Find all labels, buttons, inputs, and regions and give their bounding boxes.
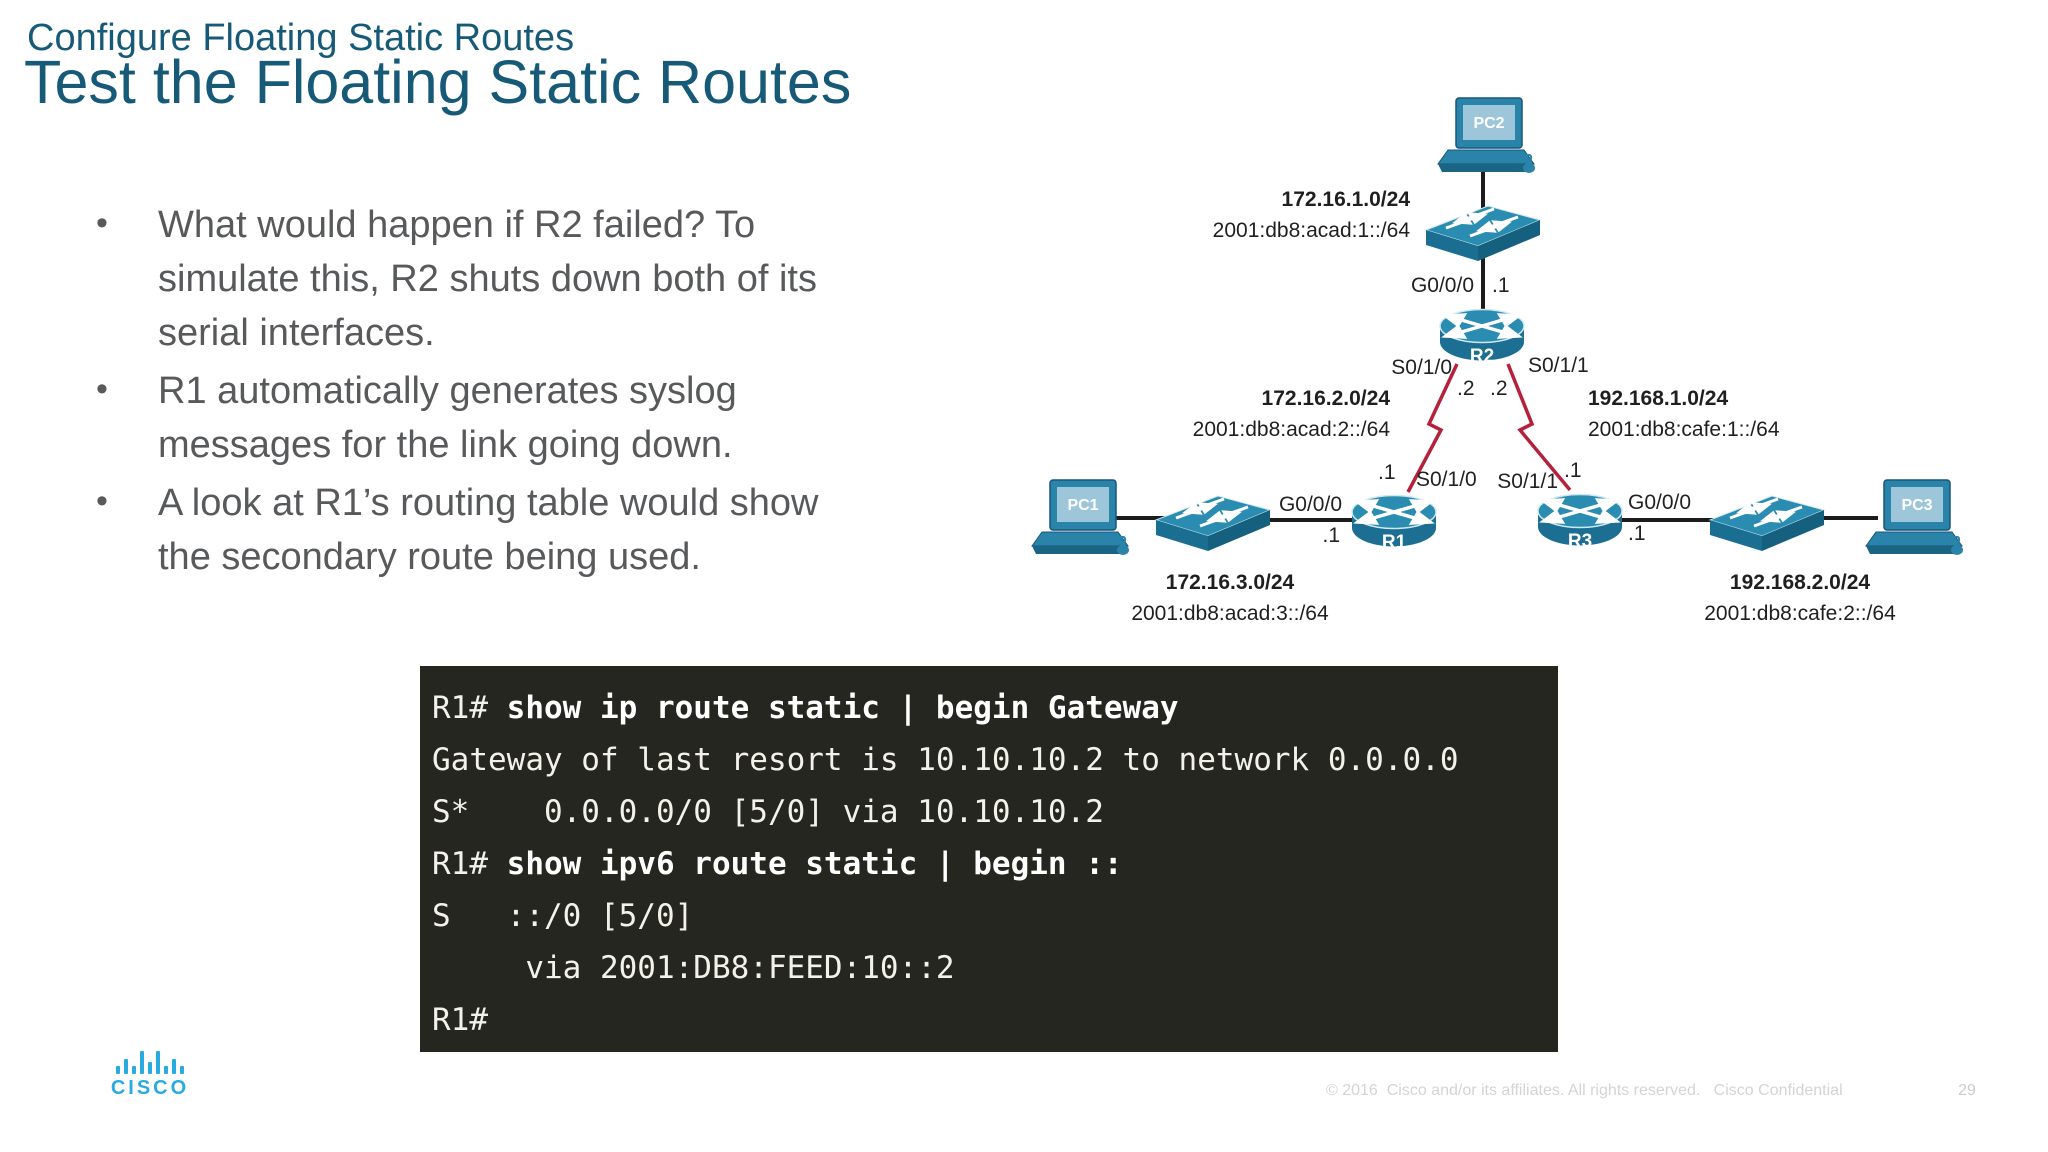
cli-terminal: R1# show ip route static | begin Gateway… [420,666,1558,1052]
laptop-icon: PC1 [1031,479,1129,555]
bullet-text: R1 automatically generates syslog messag… [158,370,737,466]
r2-node: R2 [1434,302,1530,368]
bullet-text: What would happen if R2 failed? To simul… [158,204,817,354]
pc1-node: PC1 [1030,478,1130,562]
switch-icon [1154,495,1272,551]
bullet-item: R1 automatically generates syslog messag… [92,362,1052,472]
cisco-logo-text: CISCO [110,1077,190,1099]
router-icon: R2 [1439,308,1525,367]
cli-line: R1# [432,994,1548,1046]
iface-r2-s010-ip: .2 [1457,377,1475,400]
ipv6-network: 2001:db8:cafe:1::/64 [1588,418,1780,441]
laptop-icon: PC3 [1865,479,1963,555]
bullet-item: A look at R1’s routing table would show … [92,474,1052,584]
cli-output: S ::/0 [5/0] [432,898,694,934]
cli-output: via 2001:DB8:FEED:10::2 [432,950,955,986]
r1-node: R1 [1346,488,1442,554]
ipv4-network: 172.16.3.0/24 [1165,571,1295,594]
iface-r3-s011: S0/1/1 [1497,470,1558,493]
pc2-node: PC2 [1436,96,1536,180]
cli-prompt: R1# [432,846,507,882]
bullet-item: What would happen if R2 failed? To simul… [92,196,1052,360]
iface-r1-g000: G0/0/0 [1278,493,1342,516]
switch-icon [1708,495,1826,551]
cli-line: R1# show ipv6 route static | begin :: [432,838,1548,890]
laptop-icon: PC2 [1437,97,1535,173]
r3-label: R3 [1568,531,1592,552]
r2-label: R2 [1470,346,1494,367]
iface-r2-s011-ip: .2 [1490,377,1508,400]
ipv4-network: 192.168.1.0/24 [1588,387,1729,410]
cli-line: via 2001:DB8:FEED:10::2 [432,942,1548,994]
iface-r1-s010-ip: .1 [1378,461,1396,484]
router-icon: R1 [1351,494,1437,553]
cli-line: S ::/0 [5/0] [432,890,1548,942]
ipv6-network: 2001:db8:cafe:2::/64 [1704,602,1896,625]
ipv6-network: 2001:db8:acad:3::/64 [1131,602,1329,625]
r3-node: R3 [1532,487,1628,553]
iface-r2-g000-ip: .1 [1492,274,1510,297]
network-label-serial-r2-r3: 192.168.1.0/24 2001:db8:cafe:1::/64 [1588,383,1888,445]
cli-output: Gateway of last resort is 10.10.10.2 to … [432,742,1459,778]
cli-line: R1# show ip route static | begin Gateway [432,682,1548,734]
router-icon: R3 [1537,493,1623,552]
r1-label: R1 [1382,532,1407,553]
iface-r1-s010: S0/1/0 [1416,468,1477,491]
iface-r3-g000-ip: .1 [1628,522,1646,545]
network-label-serial-r1-r2: 172.16.2.0/24 2001:db8:acad:2::/64 [1130,383,1390,445]
slide-pretitle: Configure Floating Static Routes [27,17,575,59]
iface-r2-g000: G0/0/0 [1410,274,1474,297]
iface-r2-s011: S0/1/1 [1528,354,1589,377]
network-label-lan-pc1: 172.16.3.0/24 2001:db8:acad:3::/64 [1080,567,1380,629]
network-label-lan-pc2: 172.16.1.0/24 2001:db8:acad:1::/64 [1150,184,1410,246]
switch-icon [1424,205,1542,261]
cli-prompt: R1# [432,690,507,726]
pc3-node: PC3 [1864,478,1964,562]
ipv6-network: 2001:db8:acad:2::/64 [1192,418,1390,441]
cli-command: show ip route static | begin Gateway [506,690,1179,726]
ipv6-network: 2001:db8:acad:1::/64 [1212,219,1410,242]
network-label-lan-pc3: 192.168.2.0/24 2001:db8:cafe:2::/64 [1650,567,1950,629]
slide-number: 29 [1958,1082,1976,1099]
cisco-logo-bars-icon [110,1050,190,1074]
switch2-node [1424,200,1542,262]
ipv4-network: 172.16.1.0/24 [1281,188,1410,211]
copyright-text: © 2016 Cisco and/or its affiliates. All … [1326,1082,1843,1099]
cli-line: S* 0.0.0.0/0 [5/0] via 10.10.10.2 [432,786,1548,838]
iface-r3-s011-ip: .1 [1564,459,1582,482]
pc2-label: PC2 [1473,115,1504,132]
ipv4-network: 192.168.2.0/24 [1729,571,1871,594]
iface-r3-g000: G0/0/0 [1628,491,1692,514]
cli-output: S* 0.0.0.0/0 [5/0] via 10.10.10.2 [432,794,1104,830]
switch1-node [1154,490,1272,552]
cli-command: show ipv6 route static | begin :: [506,846,1123,882]
pc3-label: PC3 [1901,497,1932,514]
iface-r2-s010: S0/1/0 [1391,356,1452,379]
bullet-text: A look at R1’s routing table would show … [158,482,819,578]
cli-line: Gateway of last resort is 10.10.10.2 to … [432,734,1548,786]
bullet-list: What would happen if R2 failed? To simul… [92,196,1052,588]
cli-prompt: R1# [432,1002,488,1038]
cisco-logo: CISCO [110,1050,190,1100]
pc1-label: PC1 [1067,497,1098,514]
switch3-node [1708,490,1826,552]
ipv4-network: 172.16.2.0/24 [1261,387,1390,410]
page-title: Test the Floating Static Routes [24,48,852,116]
iface-r1-g000-ip: .1 [1322,524,1340,547]
